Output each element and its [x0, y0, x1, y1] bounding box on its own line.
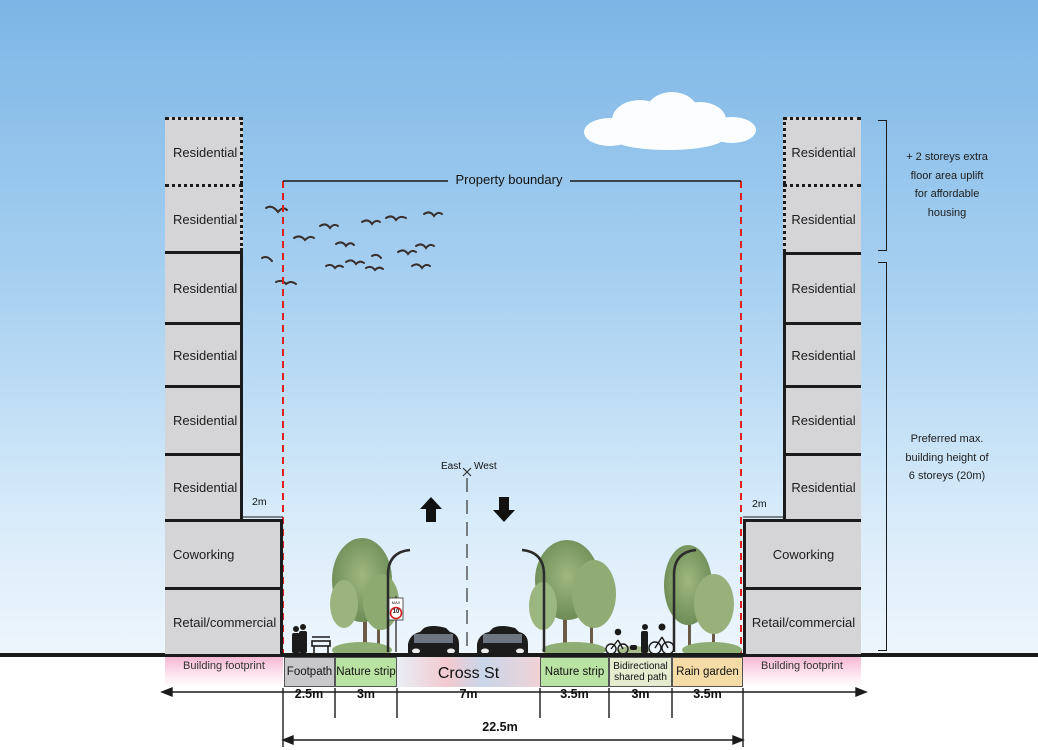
compass-east: East [441, 461, 462, 472]
floor-label: Residential [791, 144, 856, 160]
left-floor-coworking: Coworking [165, 519, 283, 587]
right-building-footprint: Building footprint [743, 657, 861, 687]
floor-label: Residential [791, 212, 856, 227]
right-setback-label: 2m [752, 498, 767, 510]
carriageway-width: 7m [459, 687, 478, 701]
dimension-ticks [281, 688, 745, 747]
segment-label: Nature strip [544, 665, 605, 678]
floor-label: Residential [791, 413, 856, 428]
road-surface [397, 657, 540, 687]
car-eastbound [408, 626, 459, 660]
bench [311, 636, 331, 653]
left-floor-2: Residential [165, 184, 243, 251]
cloud [584, 92, 756, 150]
left-floor-5: Residential [165, 385, 243, 453]
right-floor-6: Residential [783, 453, 861, 519]
floor-label: Residential [173, 347, 238, 363]
right-floor-3: Residential [783, 252, 861, 322]
uplift-line-1: + 2 storeys extra [906, 151, 988, 163]
right-floor-1: Residential [783, 117, 861, 184]
footpath-width: 2.5m [294, 687, 324, 701]
left-floor-4: Residential [165, 322, 243, 385]
segment-label: Footpath [286, 665, 333, 678]
floor-label: Residential [791, 480, 856, 495]
left-setback-label: 2m [252, 496, 267, 508]
floor-label: Residential [791, 281, 856, 296]
left-floor-3: Residential [165, 251, 243, 322]
floor-label: Retail/commercial [173, 614, 277, 630]
right-floor-2: Residential [783, 184, 861, 252]
total-width: 22.5m [482, 720, 518, 734]
ground-line [0, 653, 1038, 657]
pedestrians [292, 624, 307, 653]
height-line-2: building height of [905, 451, 989, 464]
floor-label: Residential [173, 144, 238, 160]
rain-garden-segment: Rain garden [672, 657, 743, 687]
left-floor-6: Residential [165, 453, 243, 519]
speed-sign-value: 10 [392, 609, 400, 615]
height-line-1: Preferred max. [910, 433, 984, 445]
car-westbound [477, 626, 528, 660]
uplift-note: + 2 storeys extra floor area uplift for … [888, 148, 1006, 222]
segment-label: Nature strip [336, 665, 396, 678]
left-building-footprint: Building footprint [165, 657, 283, 687]
compass-cross [462, 467, 472, 477]
segment-label: Bidirectional shared path [613, 661, 668, 683]
right-floor-coworking: Coworking [743, 519, 861, 587]
height-bracket [878, 262, 887, 651]
uplift-line-4: housing [927, 206, 967, 219]
segment-label: Rain garden [676, 665, 739, 678]
floor-label: Residential [173, 280, 238, 296]
property-boundary-label: Property boundary [455, 172, 563, 187]
rain-garden-width: 3.5m [693, 687, 722, 701]
birds [261, 205, 443, 286]
street-name: Cross St [437, 665, 500, 682]
uplift-line-2: floor area uplift [910, 169, 984, 182]
right-floor-5: Residential [783, 385, 861, 453]
nature-strip-right-segment: Nature strip [540, 657, 609, 687]
speed-sign-top: MAX [391, 600, 401, 605]
floor-label: Residential [173, 480, 238, 495]
nature-strip-left-width: 3m [356, 687, 376, 701]
floor-label: Residential [173, 211, 238, 227]
pedestrian-with-dog [630, 624, 648, 653]
shared-path-width: 3m [631, 687, 650, 701]
property-boundary [282, 180, 742, 655]
footpath-segment: Footpath [284, 657, 335, 687]
floor-label: Residential [173, 413, 238, 428]
floor-label: Retail/commercial [751, 614, 856, 630]
right-floor-4: Residential [783, 322, 861, 385]
right-floor-retail: Retail/commercial [743, 587, 861, 654]
uplift-bracket [878, 120, 887, 251]
height-line-3: 6 storeys (20m) [908, 470, 986, 482]
street-lights [386, 548, 697, 652]
height-note: Preferred max. building height of 6 stor… [888, 430, 1006, 486]
left-floor-1: Residential [165, 117, 243, 184]
left-floor-retail: Retail/commercial [165, 587, 283, 654]
speed-sign [388, 596, 404, 652]
street-trees [330, 538, 734, 655]
compass-west: West [474, 461, 497, 472]
uplift-line-3: for affordable [914, 188, 980, 200]
floor-label: Coworking [173, 547, 235, 562]
floor-label: Coworking [772, 547, 835, 562]
shared-path-segment: Bidirectional shared path [609, 657, 672, 687]
floor-label: Residential [791, 347, 856, 363]
direction-arrows [420, 497, 515, 522]
nature-strip-right-width: 3.5m [560, 687, 589, 701]
nature-strip-left-segment: Nature strip [335, 657, 397, 687]
